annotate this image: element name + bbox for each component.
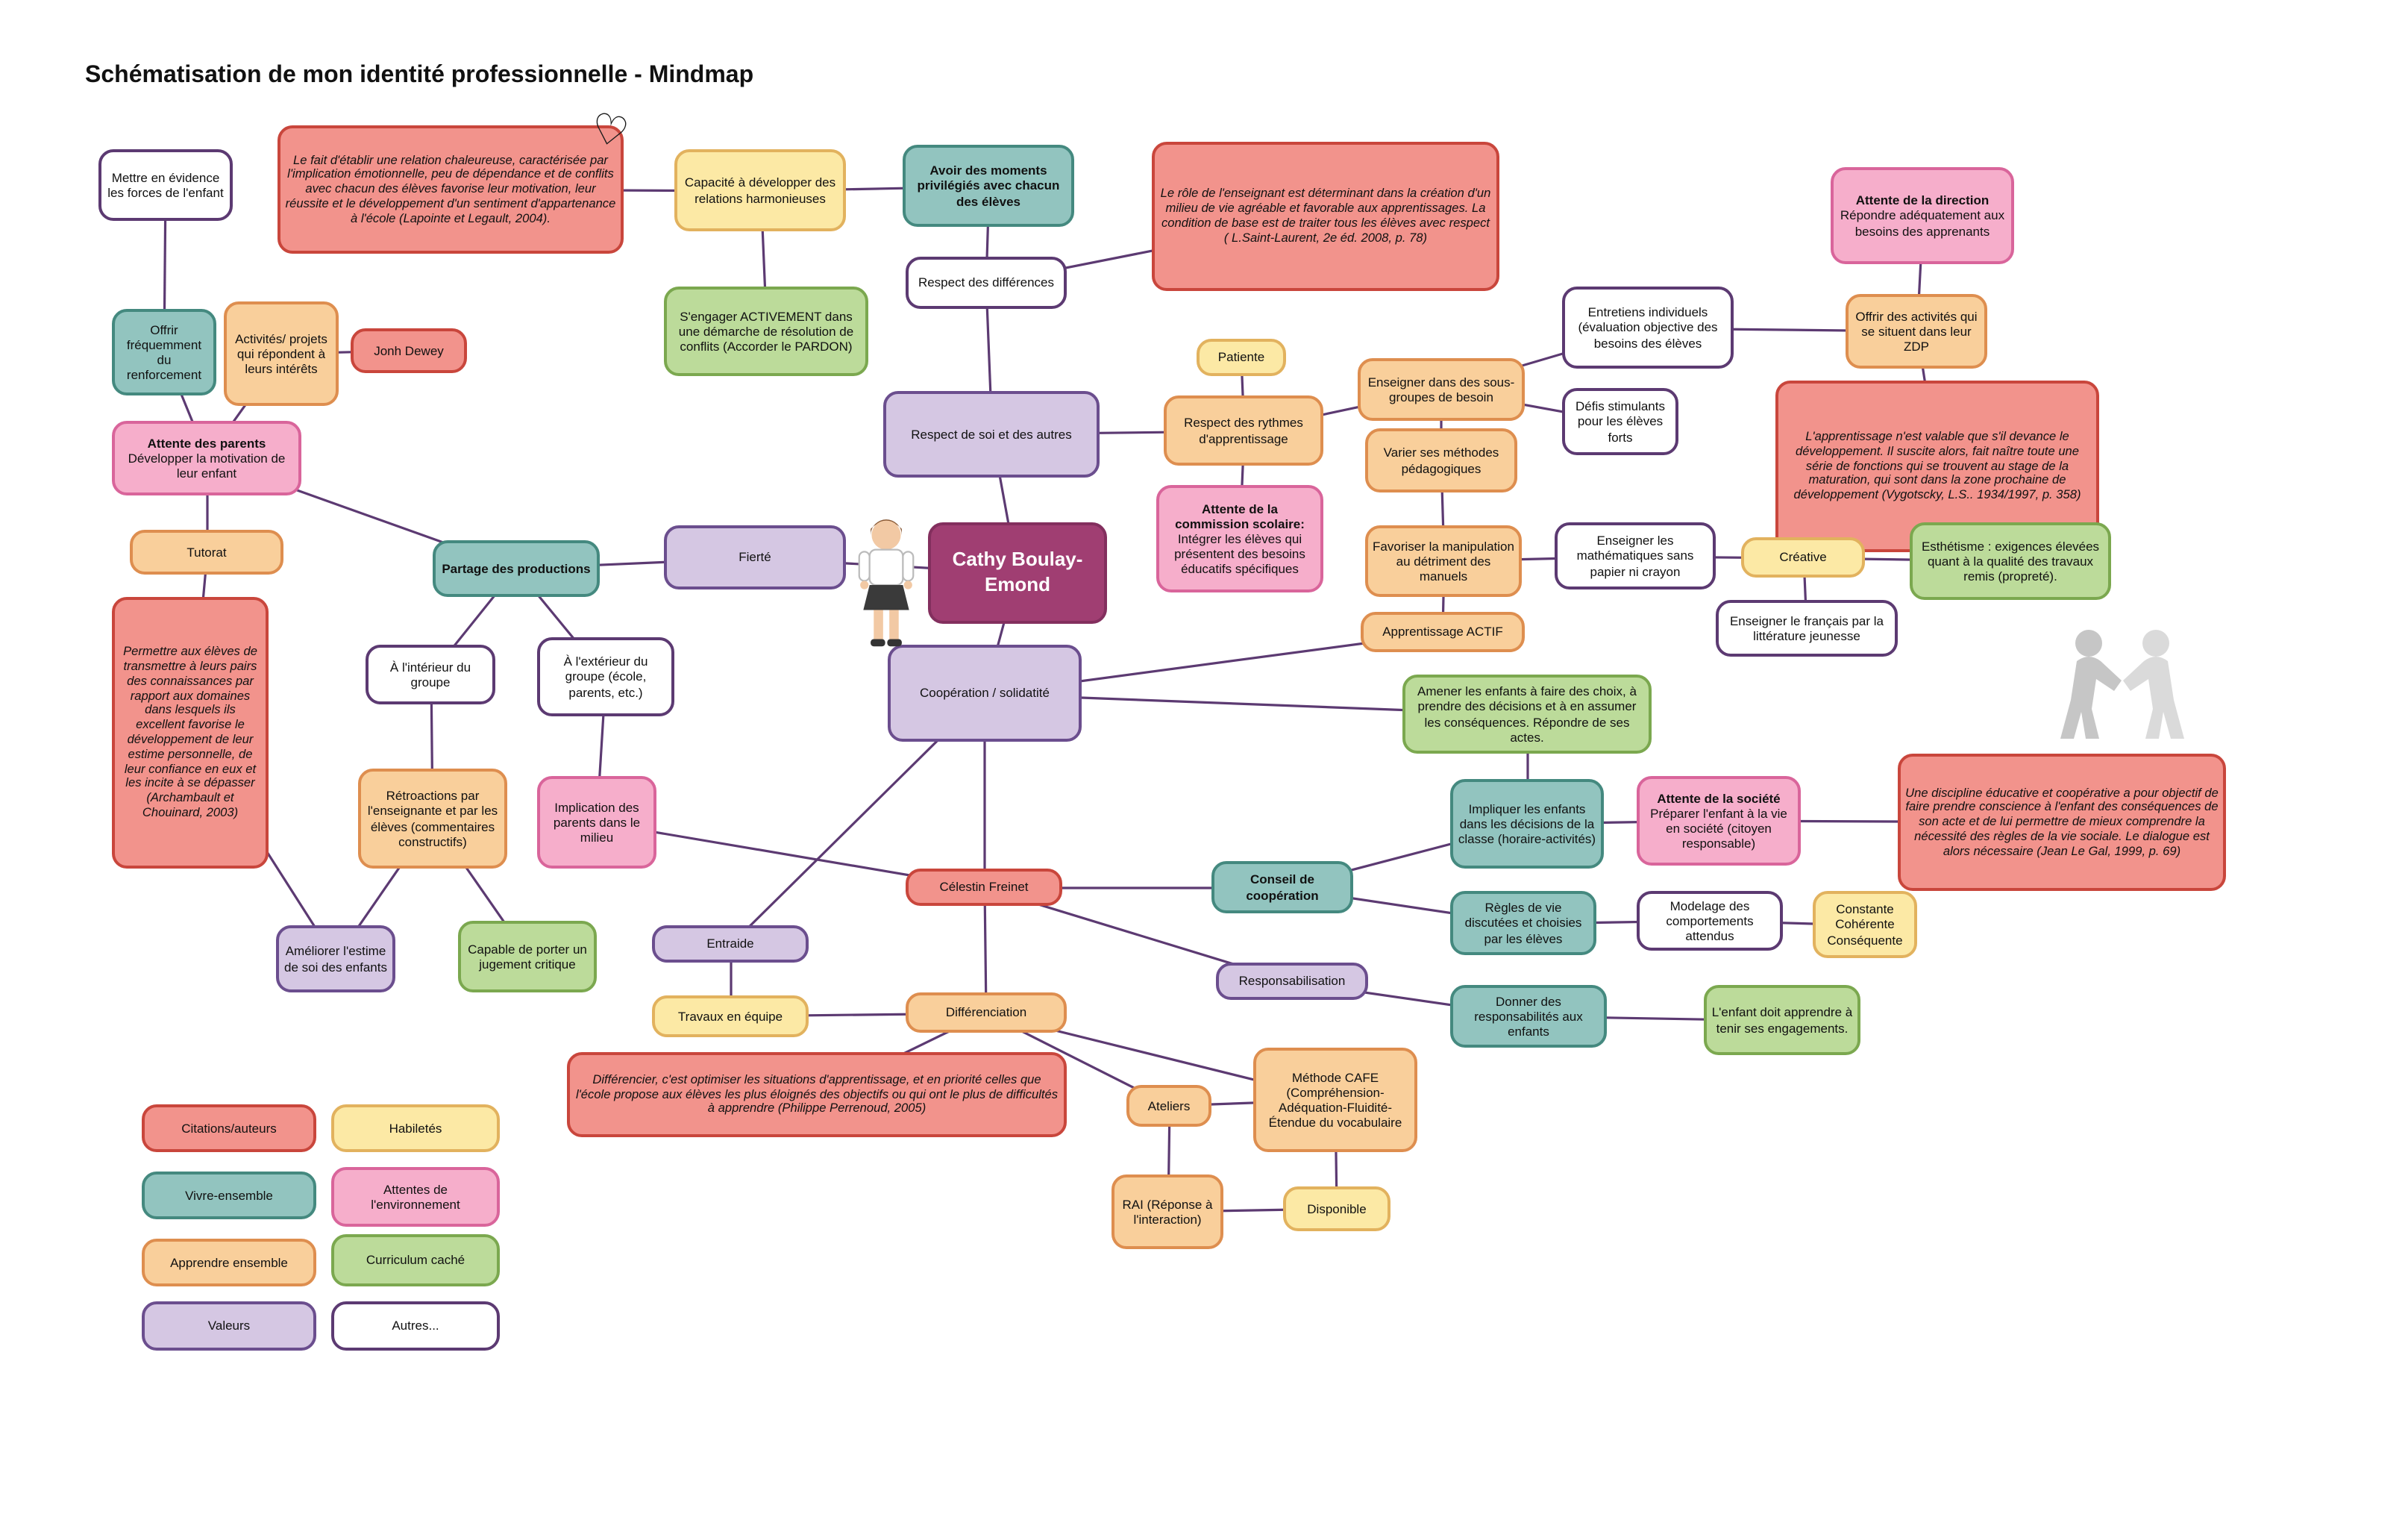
node-ateliers: Ateliers bbox=[1126, 1085, 1211, 1127]
legend-vivre-ensemble: Vivre-ensemble bbox=[142, 1172, 316, 1219]
node-entretiens-individuels: Entretiens individuels (évaluation objec… bbox=[1562, 287, 1734, 369]
node-favoriser-manipulation: Favoriser la manipulation au détriment d… bbox=[1365, 525, 1522, 597]
node-capacite-relations: Capacité à développer des relations harm… bbox=[674, 149, 846, 231]
node-rai: RAI (Réponse à l'interaction) bbox=[1111, 1174, 1223, 1249]
node-respect-rythmes: Respect des rythmes d'apprentissage bbox=[1164, 395, 1323, 466]
node-partage-productions: Partage des productions bbox=[433, 540, 600, 597]
node-varier-methodes: Varier ses méthodes pédagogiques bbox=[1365, 428, 1517, 492]
node-defis-stimulants: Défis stimulants pour les élèves forts bbox=[1562, 388, 1678, 455]
node-modelage: Modelage des comportements attendus bbox=[1637, 891, 1783, 951]
legend-attentes-environnement: Attentes de l'environnement bbox=[331, 1167, 500, 1227]
node-citation-lapointe: Le fait d'établir une relation chaleureu… bbox=[278, 125, 624, 254]
node-conseil-cooperation: Conseil de coopération bbox=[1211, 861, 1353, 913]
page-title: Schématisation de mon identité professio… bbox=[85, 63, 754, 88]
node-activites-projets: Activités/ projets qui répondent à leurs… bbox=[224, 301, 339, 406]
handshake-figures bbox=[2060, 630, 2184, 739]
node-donner-responsabilites: Donner des responsabilités aux enfants bbox=[1450, 985, 1607, 1048]
node-disponible: Disponible bbox=[1283, 1186, 1390, 1231]
node-entraide: Entraide bbox=[652, 925, 809, 963]
node-sengager-pardon: S'engager ACTIVEMENT dans une démarche d… bbox=[664, 287, 868, 376]
node-jugement-critique: Capable de porter un jugement critique bbox=[458, 921, 597, 992]
node-fierte: Fierté bbox=[664, 525, 846, 589]
node-celestin-freinet: Célestin Freinet bbox=[906, 869, 1062, 906]
node-title: Attente des parents bbox=[147, 435, 266, 451]
node-constante-coherente: Constante Cohérente Conséquente bbox=[1813, 891, 1917, 958]
node-offrir-renforcement: Offrir fréquemment du renforcement bbox=[112, 309, 216, 395]
node-text: Répondre adéquatement aux besoins des ap… bbox=[1840, 207, 2005, 238]
node-amener-choix: Amener les enfants à faire des choix, à … bbox=[1402, 675, 1652, 754]
node-offrir-zdp: Offrir des activités qui se situent dans… bbox=[1846, 294, 1987, 369]
node-title: Attente de la société bbox=[1657, 790, 1781, 806]
node-title: Attente de la commission scolaire: bbox=[1175, 501, 1305, 531]
node-text: Intégrer les élèves qui présentent des b… bbox=[1174, 531, 1305, 577]
node-esthetisme: Esthétisme : exigences élevées quant à l… bbox=[1910, 522, 2111, 600]
teacher-figure bbox=[858, 519, 915, 647]
node-citation-archambault: Permettre aux élèves de transmettre à le… bbox=[112, 597, 269, 869]
node-attente-parents: Attente des parents Développer la motiva… bbox=[112, 421, 301, 495]
node-mettre-evidence: Mettre en évidence les forces de l'enfan… bbox=[98, 149, 233, 221]
legend-citations-auteurs: Citations/auteurs bbox=[142, 1104, 316, 1152]
node-sous-groupes: Enseigner dans des sous-groupes de besoi… bbox=[1358, 358, 1525, 421]
node-cathy-boulay-emond: Cathy Boulay-Emond bbox=[928, 522, 1107, 624]
node-text: Préparer l'enfant à la vie en société (c… bbox=[1650, 805, 1787, 851]
node-apprentissage-actif: Apprentissage ACTIF bbox=[1361, 612, 1525, 652]
node-patiente: Patiente bbox=[1197, 339, 1286, 376]
node-exterieur-groupe: À l'extérieur du groupe (école, parents,… bbox=[537, 637, 674, 716]
node-differenciation: Différenciation bbox=[906, 992, 1067, 1033]
node-regles-vie: Règles de vie discutées et choisies par … bbox=[1450, 891, 1596, 955]
legend-valeurs: Valeurs bbox=[142, 1301, 316, 1351]
node-moments-privilegies: Avoir des moments privilégiés avec chacu… bbox=[903, 145, 1074, 227]
legend-habiletes: Habiletés bbox=[331, 1104, 500, 1152]
node-attente-commission: Attente de la commission scolaire: Intég… bbox=[1156, 485, 1323, 592]
node-francais-litterature: Enseigner le français par la littérature… bbox=[1716, 600, 1898, 657]
node-tutorat: Tutorat bbox=[130, 530, 283, 575]
node-responsabilisation: Responsabilisation bbox=[1216, 963, 1368, 1000]
node-respect-soi: Respect de soi et des autres bbox=[883, 391, 1100, 478]
node-attente-direction: Attente de la direction Répondre adéquat… bbox=[1831, 167, 2014, 264]
legend-apprendre-ensemble: Apprendre ensemble bbox=[142, 1239, 316, 1286]
node-attente-societe: Attente de la société Préparer l'enfant … bbox=[1637, 776, 1801, 866]
node-title: Attente de la direction bbox=[1855, 193, 1990, 208]
legend-curriculum-cache: Curriculum caché bbox=[331, 1234, 500, 1286]
node-maths-sans-papier: Enseigner les mathématiques sans papier … bbox=[1555, 522, 1716, 589]
node-interieur-groupe: À l'intérieur du groupe bbox=[366, 645, 495, 704]
node-tenir-engagements: L'enfant doit apprendre à tenir ses enga… bbox=[1704, 985, 1860, 1055]
node-citation-perrenoud: Différencier, c'est optimiser les situat… bbox=[567, 1052, 1067, 1137]
node-john-dewey: Jonh Dewey bbox=[351, 328, 467, 373]
node-citation-legal: Une discipline éducative et coopérative … bbox=[1898, 754, 2226, 891]
node-text: Développer la motivation de leur enfant bbox=[128, 450, 286, 481]
node-impliquer-enfants: Impliquer les enfants dans les décisions… bbox=[1450, 779, 1604, 869]
node-methode-cafe: Méthode CAFE (Compréhension-Adéquation-F… bbox=[1253, 1048, 1417, 1152]
node-cooperation-solidarite: Coopération / solidatité bbox=[888, 645, 1082, 742]
node-creative: Créative bbox=[1741, 537, 1865, 578]
legend-autres: Autres... bbox=[331, 1301, 500, 1351]
node-ameliorer-estime: Améliorer l'estime de soi des enfants bbox=[276, 925, 395, 992]
node-citation-stlaurent: Le rôle de l'enseignant est déterminant … bbox=[1152, 142, 1499, 291]
node-implication-parents: Implication des parents dans le milieu bbox=[537, 776, 656, 869]
node-travaux-equipe: Travaux en équipe bbox=[652, 995, 809, 1037]
node-respect-differences: Respect des différences bbox=[906, 257, 1067, 309]
node-retroactions: Rétroactions par l'enseignante et par le… bbox=[358, 769, 507, 869]
